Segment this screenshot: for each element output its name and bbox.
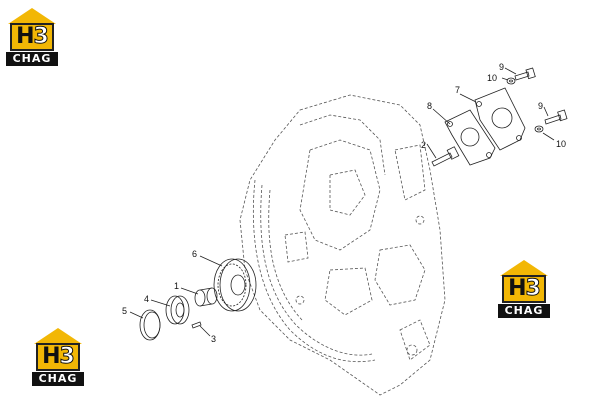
callout-7: 7 xyxy=(455,85,460,95)
callout-labels: 6 1 4 5 3 2 8 7 9 10 9 10 xyxy=(122,62,566,344)
logo-word: CHAG xyxy=(32,372,84,386)
washer-10-lower xyxy=(534,125,544,133)
logo-word: CHAG xyxy=(498,304,550,318)
bolt-9-upper xyxy=(514,67,536,81)
callout-9-lower: 9 xyxy=(538,101,543,111)
leader-lines xyxy=(129,67,555,337)
brand-logo-right: H3 CHAG xyxy=(496,260,552,322)
bearing-4 xyxy=(165,295,190,325)
logo-mark: H3 xyxy=(508,276,541,301)
pin-3 xyxy=(191,321,202,329)
callout-8: 8 xyxy=(427,101,432,111)
snap-ring-5 xyxy=(139,309,161,341)
logo-mark-box: H3 xyxy=(10,23,54,51)
brand-logo-bottom-left: H3 CHAG xyxy=(30,328,86,390)
callout-2: 2 xyxy=(421,140,426,150)
bolt-2 xyxy=(431,146,460,167)
logo-mark-box: H3 xyxy=(36,343,80,371)
callout-5: 5 xyxy=(122,306,127,316)
callout-10-upper: 10 xyxy=(487,73,497,83)
logo-roof xyxy=(8,8,56,24)
gear-6 xyxy=(213,258,257,312)
callout-6: 6 xyxy=(192,249,197,259)
bolt-9-lower xyxy=(544,109,568,125)
callout-9-upper: 9 xyxy=(499,62,504,72)
callout-3: 3 xyxy=(211,334,216,344)
cover-plate xyxy=(474,87,526,151)
washer-10-upper xyxy=(506,77,516,85)
transmission-housing xyxy=(239,94,446,396)
callout-4: 4 xyxy=(144,294,149,304)
gasket xyxy=(444,109,496,166)
logo-mark: H3 xyxy=(42,344,75,369)
logo-word: CHAG xyxy=(6,52,58,66)
logo-mark-box: H3 xyxy=(502,275,546,303)
brand-logo-top-left: H3 CHAG xyxy=(4,8,60,70)
callout-1: 1 xyxy=(174,281,179,291)
logo-mark: H3 xyxy=(16,24,49,49)
logo-roof xyxy=(34,328,82,344)
logo-roof xyxy=(500,260,548,276)
callout-10-lower: 10 xyxy=(556,139,566,149)
bushing-1 xyxy=(194,287,218,307)
